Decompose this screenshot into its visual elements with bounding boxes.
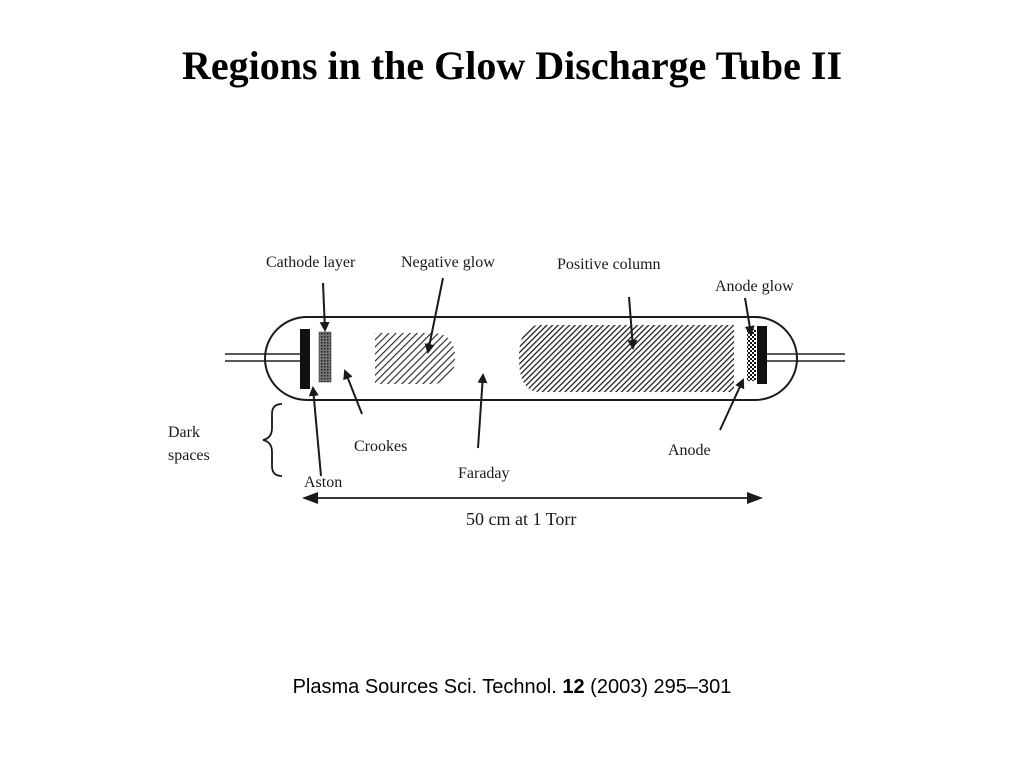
label-aston: Aston	[304, 474, 342, 491]
slide-title: Regions in the Glow Discharge Tube II	[181, 43, 843, 88]
label-anode-glow: Anode glow	[715, 278, 794, 295]
citation-volume: 12	[562, 676, 585, 698]
label-anode: Anode	[668, 442, 711, 459]
cathode-plate	[300, 329, 310, 389]
citation: Plasma Sources Sci. Technol. 12 (2003) 2…	[0, 676, 1024, 699]
label-dark-spaces-line1: Dark	[168, 424, 200, 441]
anode-wire	[766, 353, 845, 362]
citation-journal: Plasma Sources Sci. Technol.	[292, 676, 557, 698]
arrow-anode	[719, 378, 745, 431]
scale-arrow-left-head	[302, 492, 318, 504]
anode-glow-region	[747, 329, 756, 381]
label-negative-glow: Negative glow	[401, 254, 495, 271]
glass-tube	[264, 316, 798, 401]
positive-column-region	[519, 325, 734, 392]
arrow-positive-column	[627, 296, 638, 350]
arrow-crookes	[343, 369, 363, 415]
scale-arrow-right-head	[747, 492, 763, 504]
arrow-anode-glow	[744, 297, 755, 336]
arrow-negative-glow	[424, 277, 444, 354]
arrow-faraday	[477, 373, 488, 449]
citation-year-pages: (2003) 295–301	[590, 676, 732, 698]
dark-spaces-brace	[262, 403, 283, 477]
arrow-aston	[308, 386, 322, 477]
anode-plate	[757, 326, 767, 384]
label-cathode-layer: Cathode layer	[266, 254, 356, 271]
label-dark-spaces-line2: spaces	[168, 447, 210, 464]
negative-glow-region	[375, 333, 455, 384]
cathode-wire	[225, 353, 302, 362]
arrow-cathode-layer	[319, 282, 330, 332]
label-scale: 50 cm at 1 Torr	[466, 509, 576, 529]
label-faraday: Faraday	[458, 465, 510, 482]
label-positive-column: Positive column	[557, 256, 661, 273]
label-crookes: Crookes	[354, 438, 407, 455]
cathode-layer-region	[318, 331, 332, 383]
